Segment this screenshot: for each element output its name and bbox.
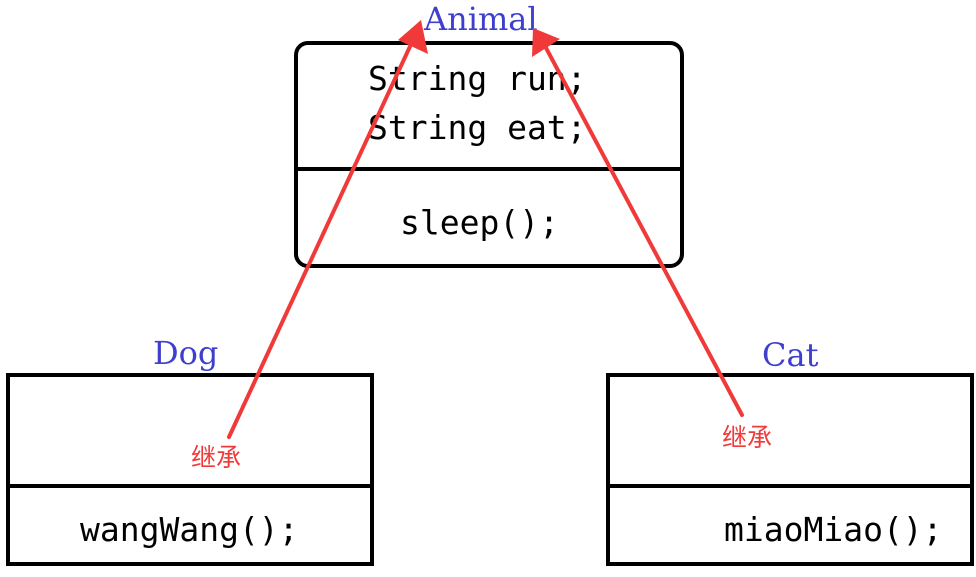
animal-class-box: String run; String eat; sleep(); bbox=[294, 41, 684, 268]
cat-relation-label: 继承 bbox=[722, 423, 773, 452]
animal-attribute-run: String run; bbox=[368, 59, 587, 98]
dog-method-wangwang: wangWang(); bbox=[80, 510, 299, 549]
cat-class-name: Cat bbox=[762, 336, 819, 374]
animal-class-name: Animal bbox=[424, 0, 538, 38]
animal-attribute-eat: String eat; bbox=[368, 108, 587, 147]
cat-class-box: miaoMiao(); bbox=[606, 373, 974, 566]
animal-box-divider bbox=[298, 167, 680, 171]
dog-relation-label: 继承 bbox=[191, 443, 242, 472]
cat-box-divider bbox=[610, 484, 970, 488]
cat-method-miaomiao: miaoMiao(); bbox=[724, 510, 943, 549]
dog-class-box: wangWang(); bbox=[6, 373, 374, 566]
dog-box-divider bbox=[10, 484, 370, 488]
animal-method-sleep: sleep(); bbox=[400, 203, 559, 242]
dog-class-name: Dog bbox=[153, 334, 219, 372]
